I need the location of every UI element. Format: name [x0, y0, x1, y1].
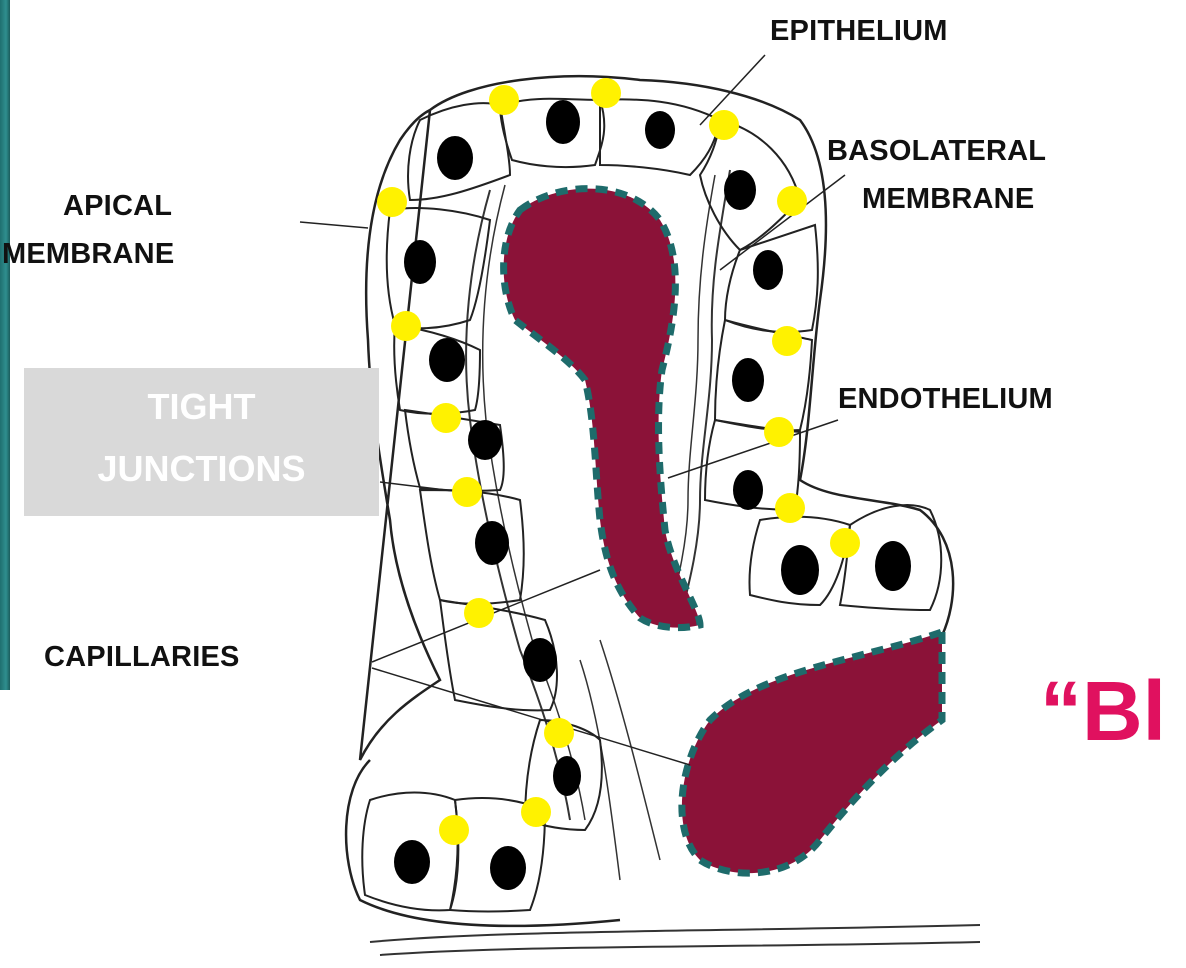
tight-junction-dot	[431, 403, 461, 433]
tight-junction-dot	[377, 187, 407, 217]
tight-junction-dot	[830, 528, 860, 558]
tight-junction-dot	[391, 311, 421, 341]
tight-junction-dot	[777, 186, 807, 216]
nucleus	[490, 846, 526, 890]
nucleus	[475, 521, 509, 565]
tight-junction-dot	[464, 598, 494, 628]
nucleus	[553, 756, 581, 796]
capillary-upper	[504, 189, 700, 628]
nucleus	[437, 136, 473, 180]
capillary-lower	[682, 632, 942, 873]
stroma-line	[580, 640, 660, 880]
nucleus	[429, 338, 465, 382]
label-apical-membrane: MEMBRANE	[2, 237, 174, 271]
nucleus	[394, 840, 430, 884]
label-basolateral: BASOLATERAL	[827, 134, 1046, 168]
nucleus	[404, 240, 436, 284]
label-basolateral-membrane: MEMBRANE	[862, 182, 1034, 216]
cell	[387, 208, 490, 328]
tight-junction-dot	[591, 78, 621, 108]
nucleus	[724, 170, 756, 210]
nucleus	[733, 470, 763, 510]
label-junctions: JUNCTIONS	[24, 448, 379, 490]
nucleus	[523, 638, 557, 682]
leader-endothelium	[668, 420, 838, 478]
tight-junction-dot	[772, 326, 802, 356]
nucleus	[875, 541, 911, 591]
leader-apical	[300, 222, 368, 228]
tight-junction-dot	[521, 797, 551, 827]
nucleus	[781, 545, 819, 595]
label-epithelium: EPITHELIUM	[770, 14, 948, 48]
label-apical: APICAL	[63, 189, 172, 223]
nucleus	[645, 111, 675, 149]
tight-junction-dot	[489, 85, 519, 115]
nucleus	[753, 250, 783, 290]
label-capillaries: CAPILLARIES	[44, 640, 240, 674]
tight-junction-dot	[775, 493, 805, 523]
nucleus	[546, 100, 580, 144]
tight-junction-dot	[439, 815, 469, 845]
nucleus	[468, 420, 502, 460]
bottom-connective-lines	[370, 925, 980, 955]
tight-junction-dot	[544, 718, 574, 748]
tight-junction-dot	[709, 110, 739, 140]
nucleus	[732, 358, 764, 402]
label-tight: TIGHT	[24, 386, 379, 428]
blood-heading-partial: “Bl	[1040, 666, 1166, 756]
tight-junction-dot	[764, 417, 794, 447]
leader-lines	[300, 55, 845, 765]
tight-junction-dot	[452, 477, 482, 507]
label-endothelium: ENDOTHELIUM	[838, 382, 1053, 416]
